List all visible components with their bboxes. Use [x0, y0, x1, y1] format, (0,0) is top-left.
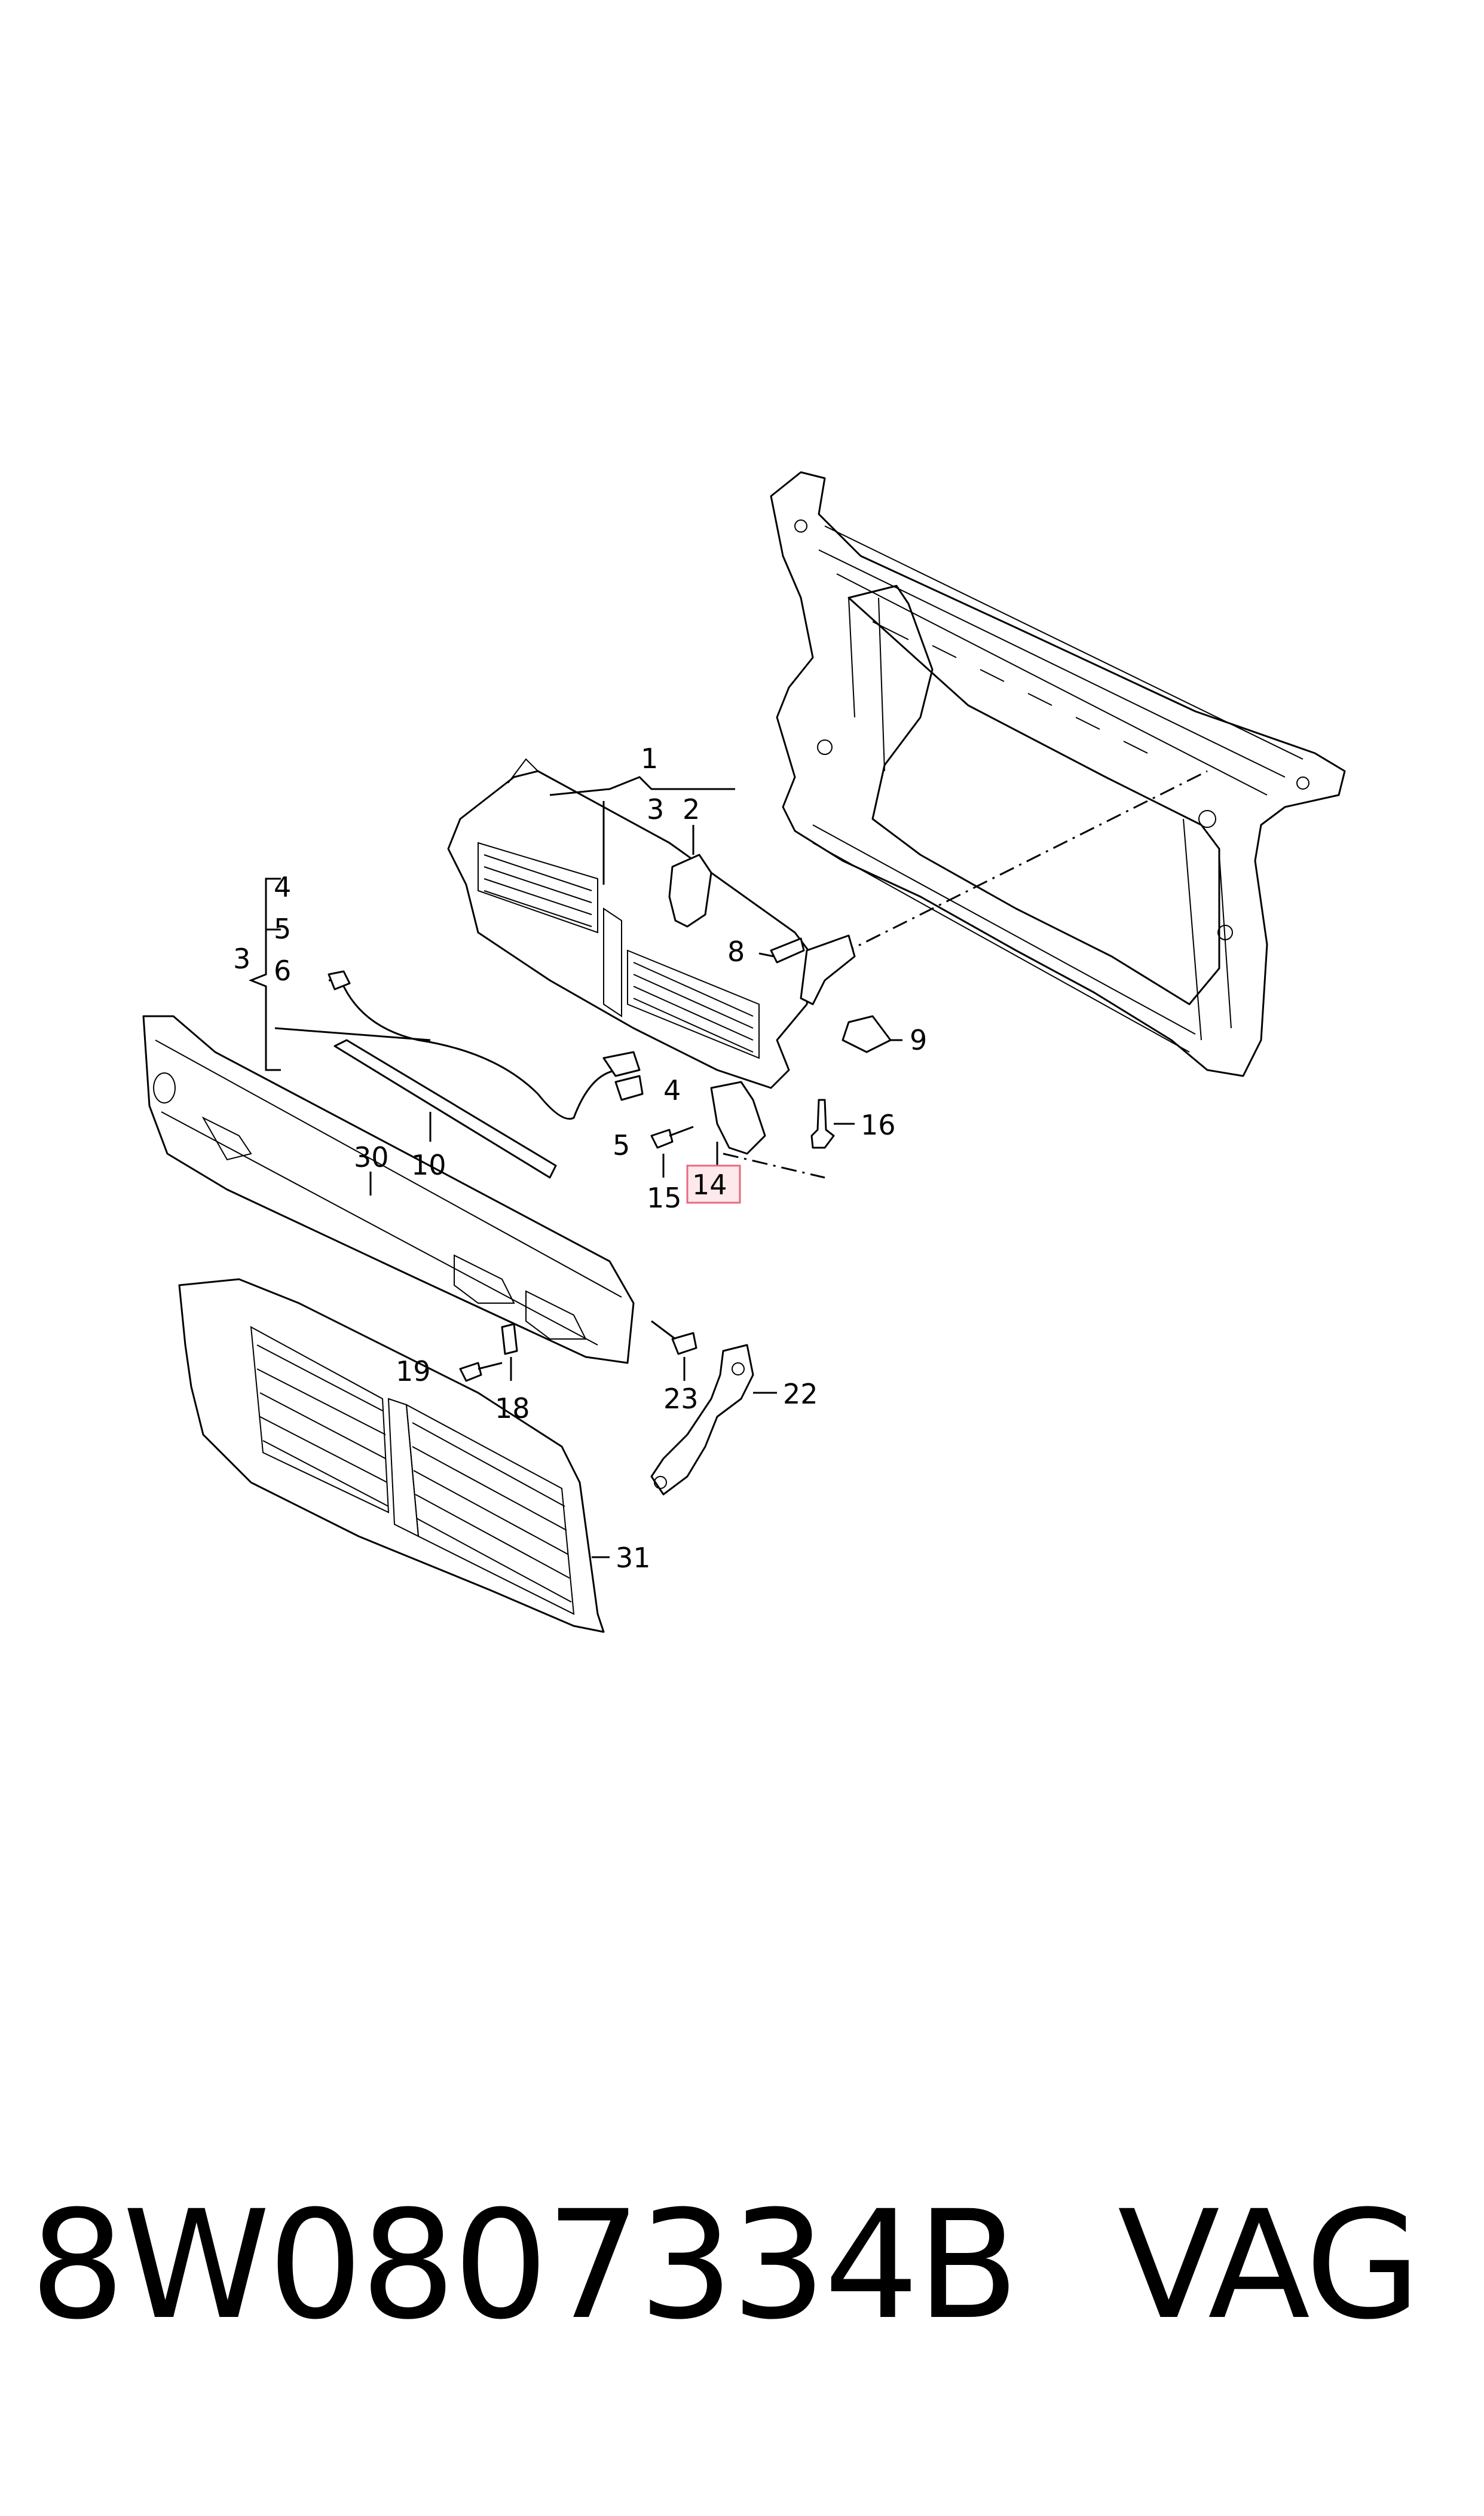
callout-3: 3	[647, 793, 664, 826]
part-5-clip	[614, 1075, 644, 1101]
callout-31: 31	[616, 1542, 651, 1574]
part-8-bracket	[800, 934, 856, 1005]
part-15-screw	[650, 1129, 674, 1149]
callout-5: 5	[274, 913, 291, 945]
callout-19: 19	[396, 1355, 431, 1387]
callout-1: 1	[641, 742, 658, 775]
part-31-air-shutter	[178, 1278, 605, 1633]
part-30-bumper-carrier	[142, 1015, 635, 1364]
callout-23: 23	[663, 1383, 699, 1415]
lock-carrier-frame	[770, 471, 1346, 1077]
part-2-holder	[668, 854, 712, 928]
part-19-screw	[459, 1362, 482, 1382]
callout-30: 30	[354, 1141, 389, 1173]
part-22-bracket	[650, 1344, 754, 1496]
part-8-screw	[770, 937, 805, 964]
callout-4: 4	[663, 1074, 681, 1106]
part-number: 8W0807334B	[30, 2178, 1019, 2352]
part-10-strip	[333, 1039, 557, 1179]
callout-14-highlight	[686, 1164, 741, 1204]
callout-15: 15	[647, 1182, 682, 1214]
callout-6: 6	[274, 955, 291, 987]
footer-caption: 8W0807334B VAG	[0, 2176, 1484, 2373]
part-14-guide	[710, 1081, 766, 1155]
brand-name: VAG	[1118, 2178, 1421, 2352]
callout-16: 16	[861, 1109, 896, 1141]
part-23-clip	[671, 1332, 697, 1355]
callout-9: 9	[910, 1024, 927, 1056]
callout-2: 2	[683, 793, 700, 826]
callout-18: 18	[495, 1392, 530, 1424]
part-18-clip	[501, 1323, 518, 1355]
callout-8: 8	[727, 936, 745, 968]
callout-3: 3	[233, 943, 250, 975]
callout-22: 22	[783, 1378, 818, 1410]
assembly-line	[812, 770, 1208, 970]
callout-4: 4	[274, 871, 291, 903]
part-3-wiring-harness	[248, 878, 644, 1120]
callout-10: 10	[411, 1149, 446, 1181]
air-guide-shutter-unit	[447, 758, 814, 1089]
part-9-clip	[842, 1015, 892, 1053]
leader-line	[549, 776, 735, 796]
assembly-line	[723, 1152, 825, 1179]
exploded-parts-diagram: 1 3 2 4 5 3 6 8 9 4 5 16 10 30 14 15 19 …	[142, 471, 1346, 1633]
part-4-connector	[602, 1051, 641, 1077]
part-16-rivet	[810, 1099, 835, 1149]
callout-5: 5	[613, 1129, 630, 1161]
callout-14: 14	[692, 1169, 727, 1201]
